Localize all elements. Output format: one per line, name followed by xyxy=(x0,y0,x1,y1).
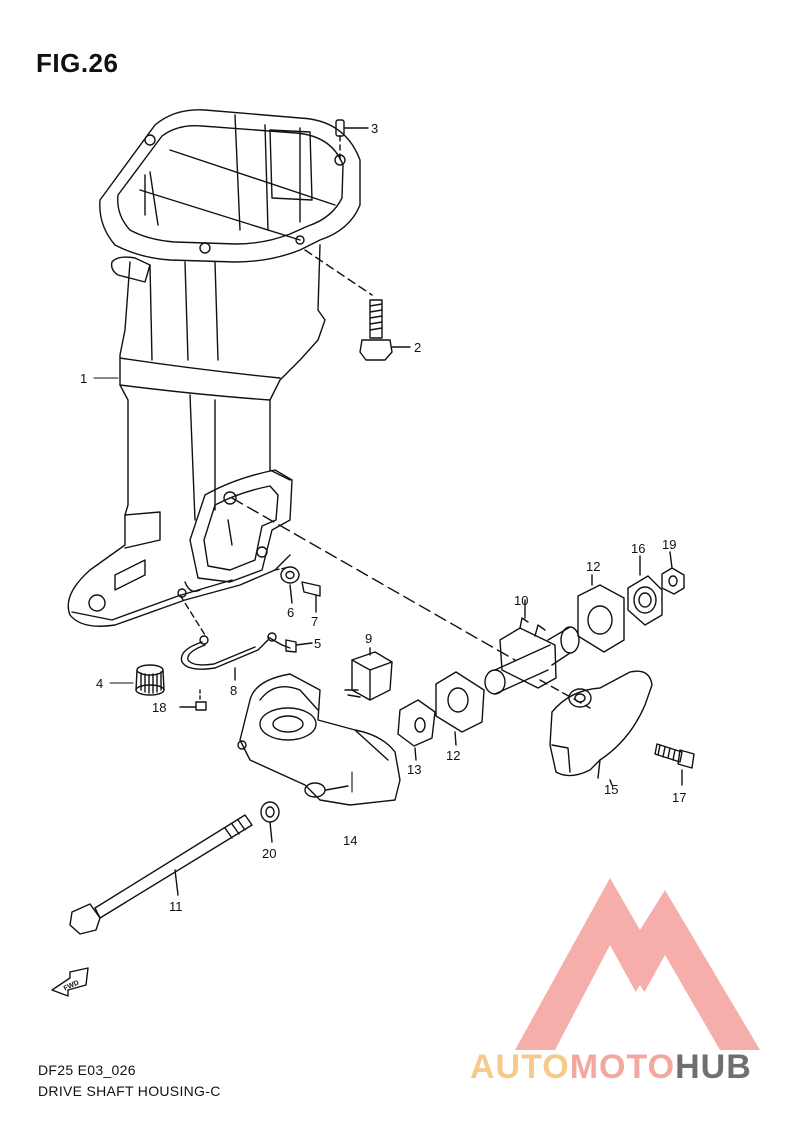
callout-12-rear: 12 xyxy=(586,559,600,574)
callout-10: 10 xyxy=(514,593,528,608)
callout-13: 13 xyxy=(407,762,421,777)
callout-19: 19 xyxy=(662,537,676,552)
mount-bracket-10 xyxy=(484,599,580,695)
watermark-auto: AUTO xyxy=(470,1048,570,1086)
callout-7: 7 xyxy=(311,614,318,629)
lower-mount-15 xyxy=(549,670,653,786)
screw-5 xyxy=(281,639,313,653)
washer-20 xyxy=(260,801,280,843)
callout-3: 3 xyxy=(371,121,378,136)
callout-9: 9 xyxy=(365,631,372,646)
callout-15: 15 xyxy=(604,782,618,797)
callout-leaders xyxy=(93,377,353,793)
fwd-arrow-icon xyxy=(51,967,89,997)
callout-2: 2 xyxy=(414,340,421,355)
callout-17: 17 xyxy=(672,790,686,805)
callout-5: 5 xyxy=(314,636,321,651)
callout-16: 16 xyxy=(631,541,645,556)
callout-18: 18 xyxy=(152,700,166,715)
collar-6 xyxy=(274,566,300,604)
washer-16 xyxy=(627,555,663,626)
callout-12-front: 12 xyxy=(446,748,460,763)
watermark-brand: AUTOMOTOHUB xyxy=(470,1048,752,1087)
bolt-7 xyxy=(301,581,321,613)
rubber-grommet-9 xyxy=(344,647,393,701)
callout-1: 1 xyxy=(80,371,87,386)
callout-4: 4 xyxy=(96,676,103,691)
assembly-line xyxy=(231,497,516,661)
nut-19 xyxy=(661,551,685,595)
spacer-plate-13 xyxy=(397,699,436,761)
assembly-line-2 xyxy=(539,679,591,709)
callout-11: 11 xyxy=(169,899,183,914)
callout-6: 6 xyxy=(287,605,294,620)
lower-mount-housing xyxy=(237,673,401,806)
screw-18 xyxy=(179,689,207,711)
figure-title: FIG.26 xyxy=(36,48,119,78)
bonding-wire xyxy=(179,594,283,681)
through-bolt-11 xyxy=(69,814,253,935)
bolt-17 xyxy=(654,743,695,786)
callout-14: 14 xyxy=(343,833,357,848)
watermark-moto: MOTO xyxy=(569,1048,676,1086)
section-name: DRIVE SHAFT HOUSING-C xyxy=(38,1083,221,1099)
housing-bolt xyxy=(304,249,411,361)
callout-20: 20 xyxy=(262,846,276,861)
plug-cap xyxy=(135,664,165,696)
drive-shaft-housing xyxy=(67,109,361,627)
watermark-hub: HUB xyxy=(675,1048,752,1086)
stopper-12-rear xyxy=(577,574,625,653)
callout-labels: 1 2 3 4 5 6 7 8 9 10 11 12 12 13 14 15 1… xyxy=(80,121,686,914)
model-code: DF25 E03_026 xyxy=(38,1062,136,1078)
dowel-pin xyxy=(335,119,369,161)
callout-8: 8 xyxy=(230,683,237,698)
stopper-12-front xyxy=(435,671,485,746)
watermark-logo xyxy=(515,878,760,1050)
